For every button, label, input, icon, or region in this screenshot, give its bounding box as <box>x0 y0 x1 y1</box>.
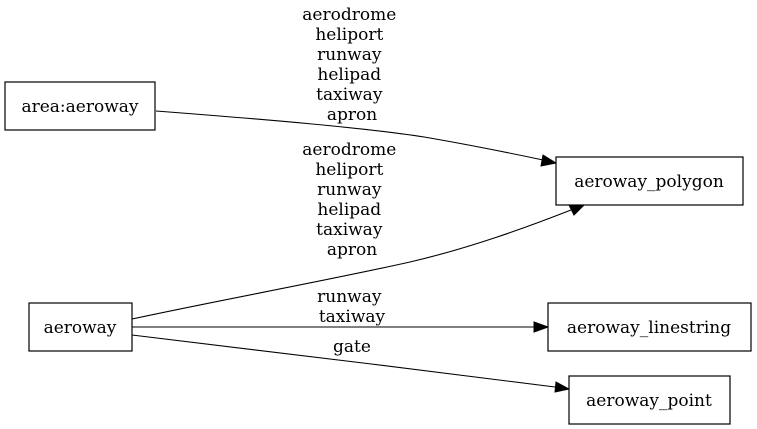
node-area-aeroway: area:aeroway <box>4 81 156 131</box>
edge-label: taxiway <box>319 307 386 327</box>
edge-label-list: gate <box>333 337 371 357</box>
node-label: aeroway_linestring <box>567 318 731 338</box>
edge-aeroway-to-polygon: aerodrome heliport runway helipad taxiwa… <box>131 140 586 320</box>
edge-aeroway-to-linestring: runway taxiway <box>132 287 550 333</box>
node-box <box>28 302 133 352</box>
edge-line <box>131 334 556 388</box>
node-box <box>547 302 752 352</box>
edge-label: gate <box>333 337 371 357</box>
edge-line <box>155 110 544 161</box>
arrow-head <box>554 381 571 393</box>
edge-label: aerodrome <box>302 5 396 25</box>
node-box <box>4 81 156 131</box>
edge-area-aeroway-to-polygon: aerodrome heliport runway helipad taxiwa… <box>155 5 558 167</box>
node-label: aeroway_point <box>586 391 712 411</box>
edge-label: helipad <box>317 200 381 220</box>
edge-line <box>131 209 572 320</box>
node-aeroway-linestring: aeroway_linestring <box>547 302 752 352</box>
edge-label: taxiway <box>316 85 383 105</box>
arrow-head <box>533 321 550 333</box>
edge-label: apron <box>327 105 377 125</box>
edge-label: aerodrome <box>302 140 396 160</box>
node-box <box>555 156 744 206</box>
node-aeroway-point: aeroway_point <box>568 375 731 425</box>
node-label: area:aeroway <box>21 97 138 117</box>
edge-label: helipad <box>317 65 381 85</box>
edge-label-list: aerodrome heliport runway helipad taxiwa… <box>302 5 401 125</box>
edge-label: taxiway <box>316 220 383 240</box>
edge-label: heliport <box>315 25 383 45</box>
edge-label: apron <box>327 240 377 260</box>
edge-label-list: runway taxiway <box>317 287 387 327</box>
edge-label: runway <box>317 287 382 307</box>
node-box <box>568 375 731 425</box>
edge-aeroway-to-point: gate <box>131 334 571 393</box>
edge-label: heliport <box>315 160 383 180</box>
node-label: aeroway <box>44 318 117 338</box>
arrow-head <box>568 204 586 216</box>
arrow-head <box>540 154 558 167</box>
edge-label: runway <box>317 45 382 65</box>
node-label: aeroway_polygon <box>574 172 724 192</box>
node-aeroway: aeroway <box>28 302 133 352</box>
node-aeroway-polygon: aeroway_polygon <box>555 156 744 206</box>
edge-label: runway <box>317 180 382 200</box>
edge-label-list: aerodrome heliport runway helipad taxiwa… <box>302 140 401 260</box>
